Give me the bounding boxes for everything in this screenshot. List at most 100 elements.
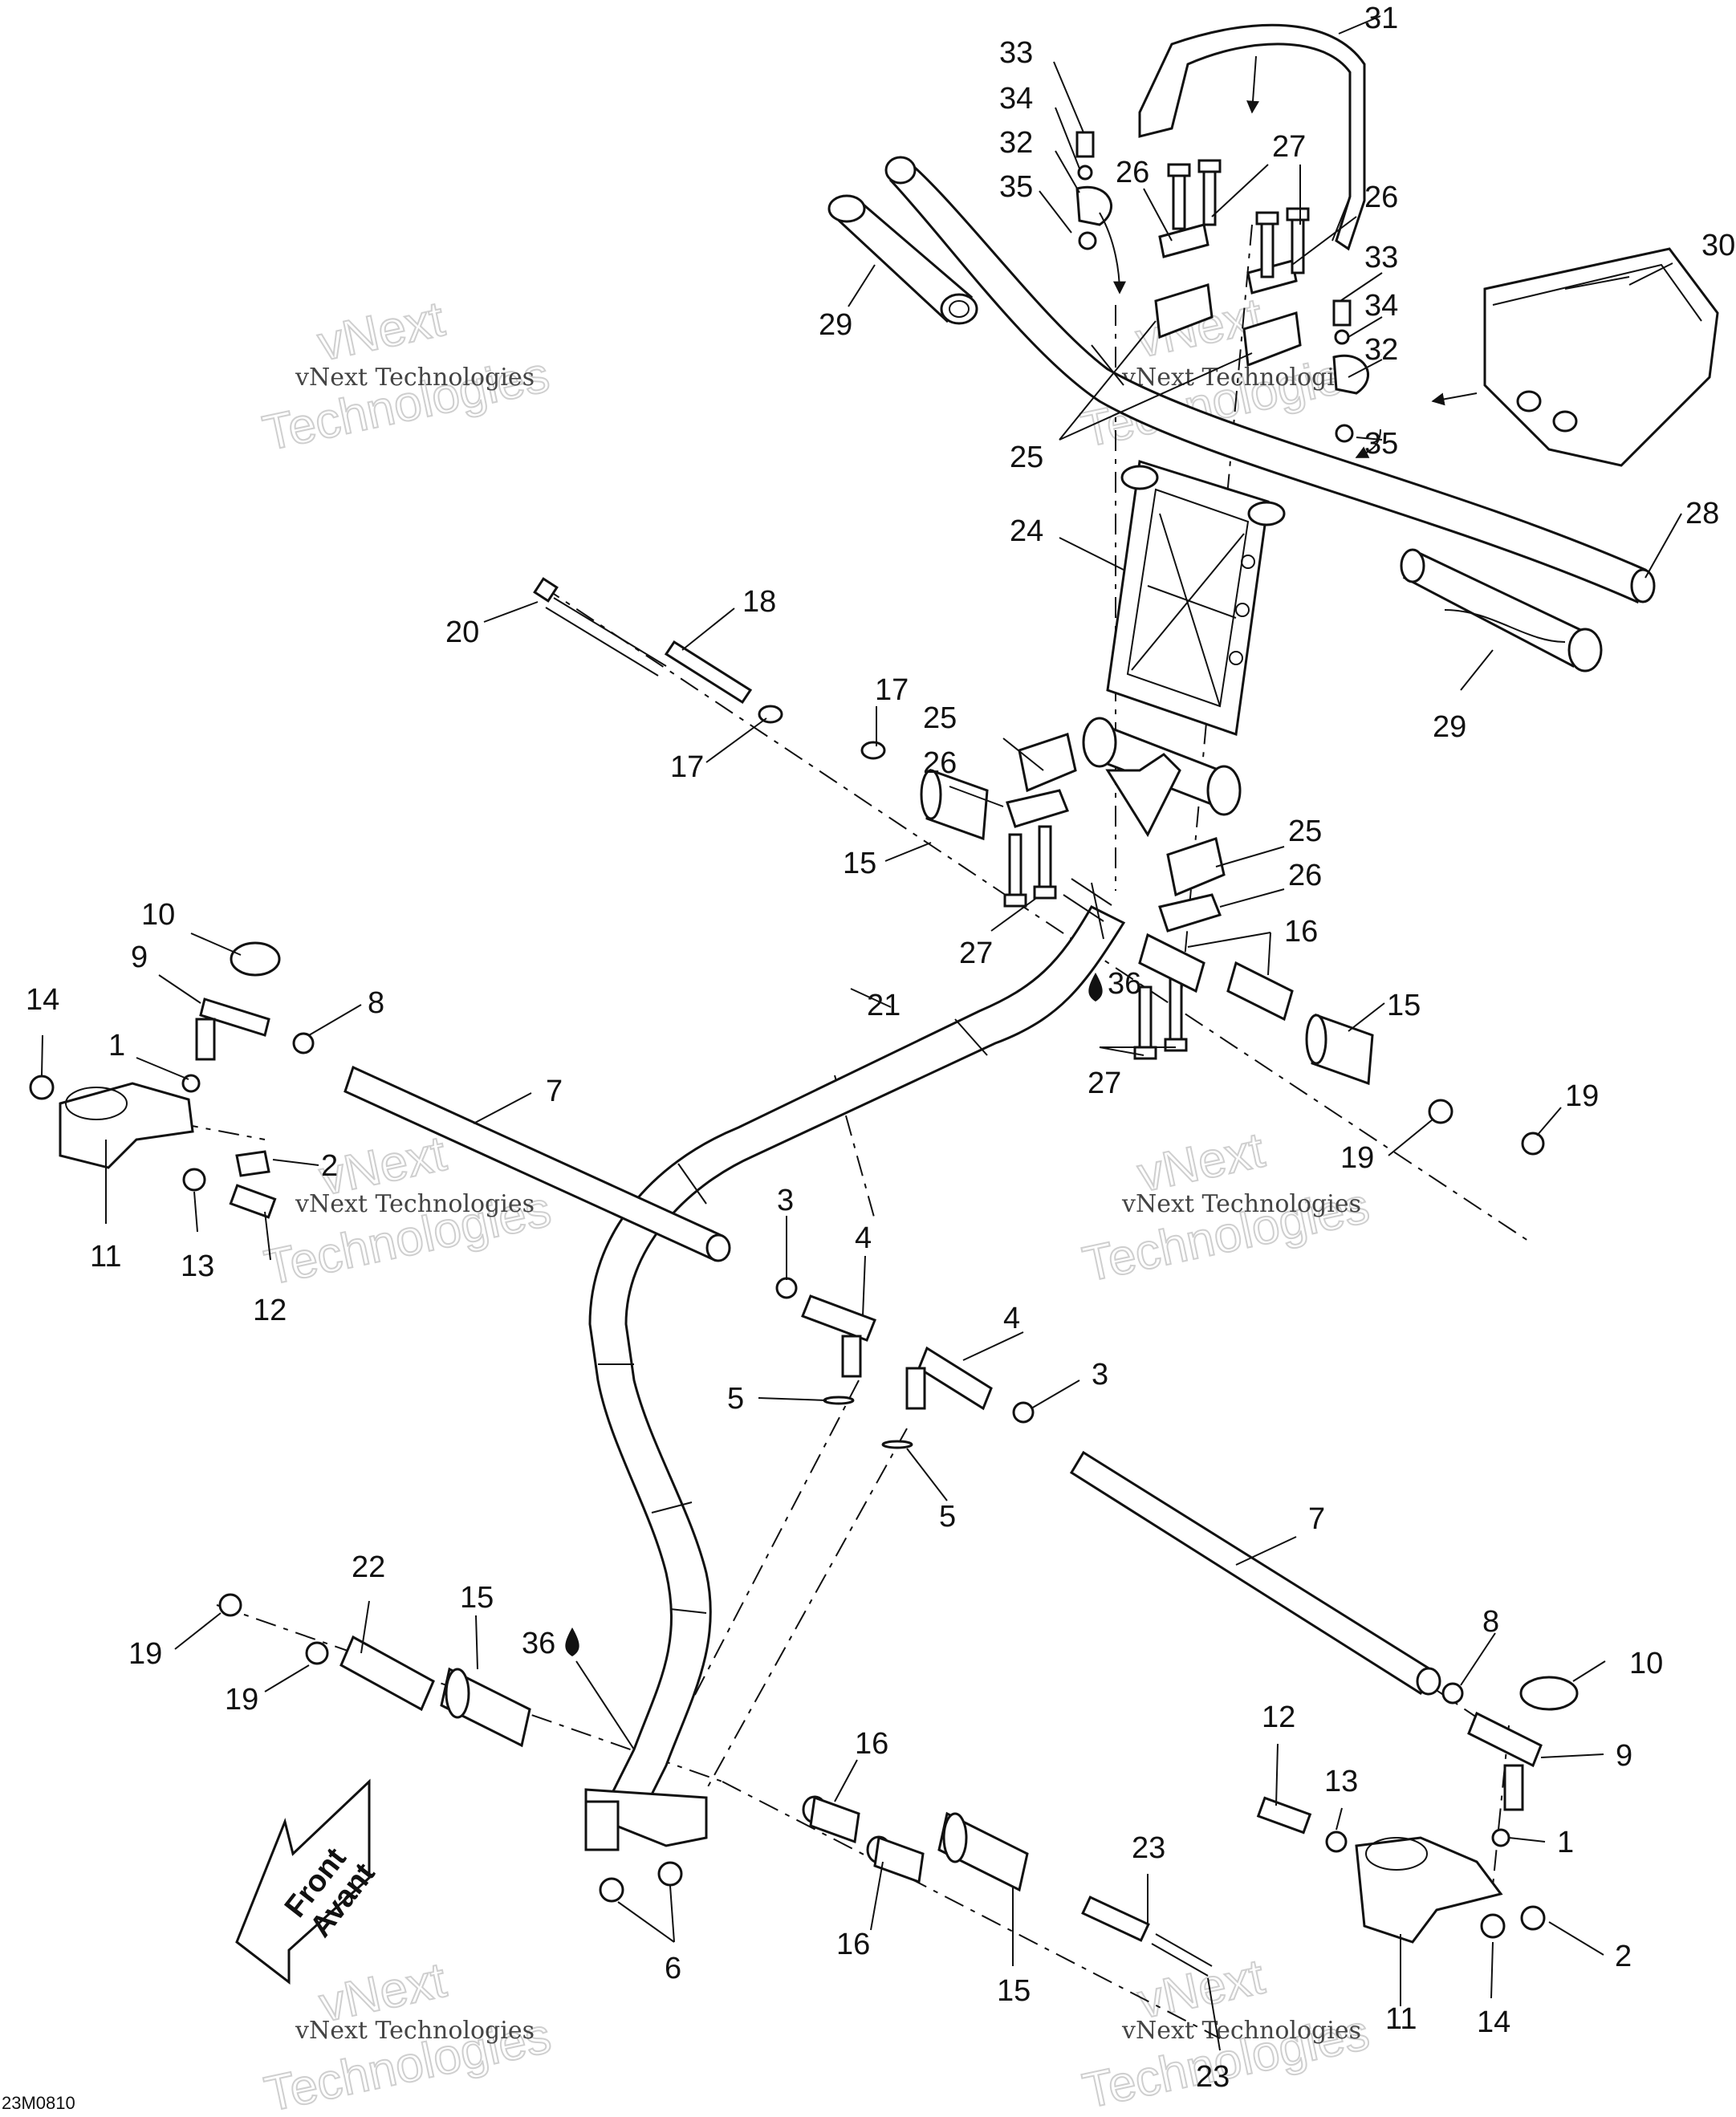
callout-14: 14 [1477,2005,1510,2039]
tie-rod-left [29,941,731,1262]
callout-30: 30 [1701,229,1735,262]
watermark-text: vNext Technologies [1121,1190,1361,1218]
callout-34: 34 [1364,289,1398,323]
handlebar [884,156,1656,604]
callout-8: 8 [368,986,384,1020]
callout-17: 17 [875,673,909,707]
callout-22: 22 [352,1550,385,1584]
tie-rod-right [1069,1450,1579,1944]
callout-28: 28 [1685,497,1719,530]
callout-1: 1 [1557,1826,1574,1859]
callout-11: 11 [90,1240,121,1274]
upper-shaft-parts [533,577,1545,1156]
callout-29: 29 [1433,710,1466,744]
callout-12: 12 [253,1294,287,1327]
callout-13: 13 [181,1249,214,1283]
front-direction-arrow: Front Avant [235,1778,382,1985]
handlebar-pad [1483,247,1719,467]
watermark-text: vNext Technologies [295,1190,535,1218]
callout-4: 4 [1003,1302,1020,1335]
callout-26: 26 [923,746,957,780]
assembly-arrows [1099,55,1478,458]
callout-23: 23 [1132,1831,1165,1865]
lubricant-drop-icon [1088,973,1103,1002]
cable-clip-right [1332,299,1369,443]
callout-7: 7 [1308,1502,1325,1536]
watermark-text: vNext Technologies [295,2017,535,2045]
callout-27: 27 [1088,1067,1121,1100]
callout-26: 26 [1288,859,1322,892]
callout-36: 36 [1108,967,1141,1001]
callout-31: 31 [1364,2,1398,35]
watermark-text: vNext Technologies [1121,364,1361,392]
lower-clamp-left [1003,733,1077,908]
upper-clamp-right [1242,207,1310,368]
callout-36: 36 [522,1627,555,1660]
callout-35: 35 [999,170,1033,204]
watermark-text: vNext Technologies [1121,2017,1361,2045]
assembly-lines [136,224,1534,2039]
callout-17: 17 [670,750,704,784]
callout-33: 33 [999,36,1033,70]
callout-19: 19 [225,1683,258,1717]
handlebar-strap [1138,23,1366,251]
callout-15: 15 [843,847,876,880]
callout-33: 33 [1364,241,1398,274]
callout-5: 5 [727,1382,744,1416]
callout-27: 27 [1272,130,1306,164]
watermark-large-text: vNext [313,291,449,372]
callout-16: 16 [1284,915,1318,949]
handlebar-grip-right [1400,548,1603,672]
column-yoke [1082,717,1242,838]
callout-24: 24 [1010,514,1043,548]
callout-29: 29 [819,308,852,342]
callout-19: 19 [1340,1141,1374,1175]
callout-13: 13 [1324,1765,1358,1798]
callout-16: 16 [836,1928,870,1961]
callout-2: 2 [321,1149,338,1183]
callout-6: 6 [665,1952,681,1985]
lower-shaft-parts [218,1593,1213,1977]
callout-26: 26 [1116,156,1149,189]
callout-26: 26 [1364,181,1398,214]
diagram-code: 23M0810 [2,2093,75,2113]
callout-12: 12 [1262,1701,1295,1734]
callout-15: 15 [1387,989,1421,1022]
callout-7: 7 [546,1075,563,1108]
callout-9: 9 [131,941,148,974]
callout-15: 15 [997,1974,1031,2008]
steering-column [584,878,1126,1851]
watermark-text: vNext Technologies [295,364,535,392]
callout-8: 8 [1482,1605,1499,1639]
callout-27: 27 [959,937,993,970]
callout-11: 11 [1385,2002,1417,2036]
callout-2: 2 [1615,1940,1632,1973]
callout-25: 25 [923,701,957,735]
callout-21: 21 [867,989,901,1022]
callout-5: 5 [939,1500,956,1534]
callout-35: 35 [1364,427,1398,461]
tie-rod-ends-center [775,1277,1035,1449]
callout-3: 3 [777,1184,794,1217]
callout-labels: 31 33 34 32 35 27 26 26 33 34 32 35 30 2… [26,2,1735,2094]
callout-25: 25 [1288,815,1322,848]
upper-clamp-left [1154,159,1222,339]
leader-lines [41,15,1682,2051]
callout-9: 9 [1616,1739,1632,1773]
callout-19: 19 [128,1637,162,1671]
callout-14: 14 [26,983,59,1017]
callout-18: 18 [742,585,776,619]
callout-19: 19 [1565,1079,1599,1113]
handlebar-grip-left [827,194,978,325]
callout-10: 10 [141,898,175,932]
callout-25: 25 [1010,441,1043,474]
callout-4: 4 [855,1221,872,1255]
callout-23: 23 [1196,2060,1230,2094]
callout-16: 16 [855,1727,888,1761]
handlebar-riser [1106,460,1286,737]
lower-clamp-right [1133,837,1226,1060]
callout-10: 10 [1629,1647,1663,1680]
cable-clip-left [1075,131,1112,250]
lubricant-drop-icon [565,1627,579,1656]
